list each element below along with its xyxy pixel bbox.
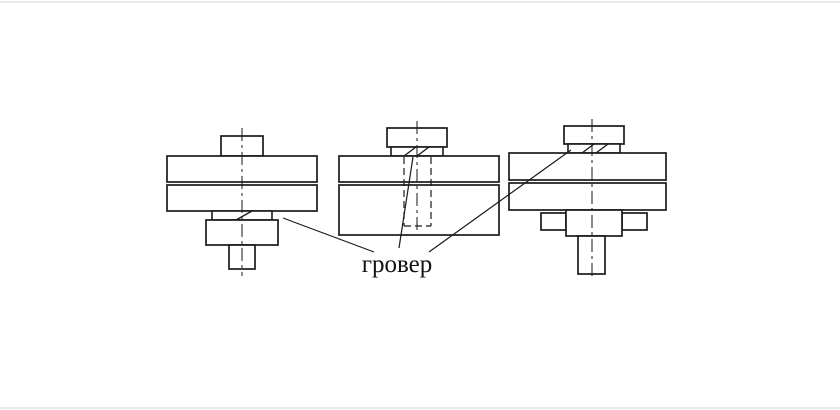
joint-bolt-nut <box>166 128 318 276</box>
joint-stud-nut <box>508 119 667 280</box>
washer-left-edge <box>540 212 567 231</box>
leader-to-middle-washer <box>398 156 414 249</box>
nut <box>565 209 623 237</box>
grover-label: гровер <box>362 251 433 278</box>
washer-split-line <box>235 210 253 221</box>
joint-screw <box>338 121 500 236</box>
upper-plate <box>338 155 500 183</box>
washer-split-line <box>416 146 430 157</box>
upper-plate <box>508 152 667 181</box>
washer-right-edge <box>621 212 648 231</box>
leader-to-right-washer <box>428 149 572 253</box>
washer-split-line <box>595 143 609 154</box>
lower-plate <box>508 182 667 211</box>
stud-head <box>563 125 625 145</box>
leader-to-left-washer <box>282 217 375 253</box>
spring-washer <box>567 143 621 154</box>
washer-split-line <box>403 146 417 157</box>
leader-lines <box>282 149 572 253</box>
base-block <box>338 184 500 236</box>
